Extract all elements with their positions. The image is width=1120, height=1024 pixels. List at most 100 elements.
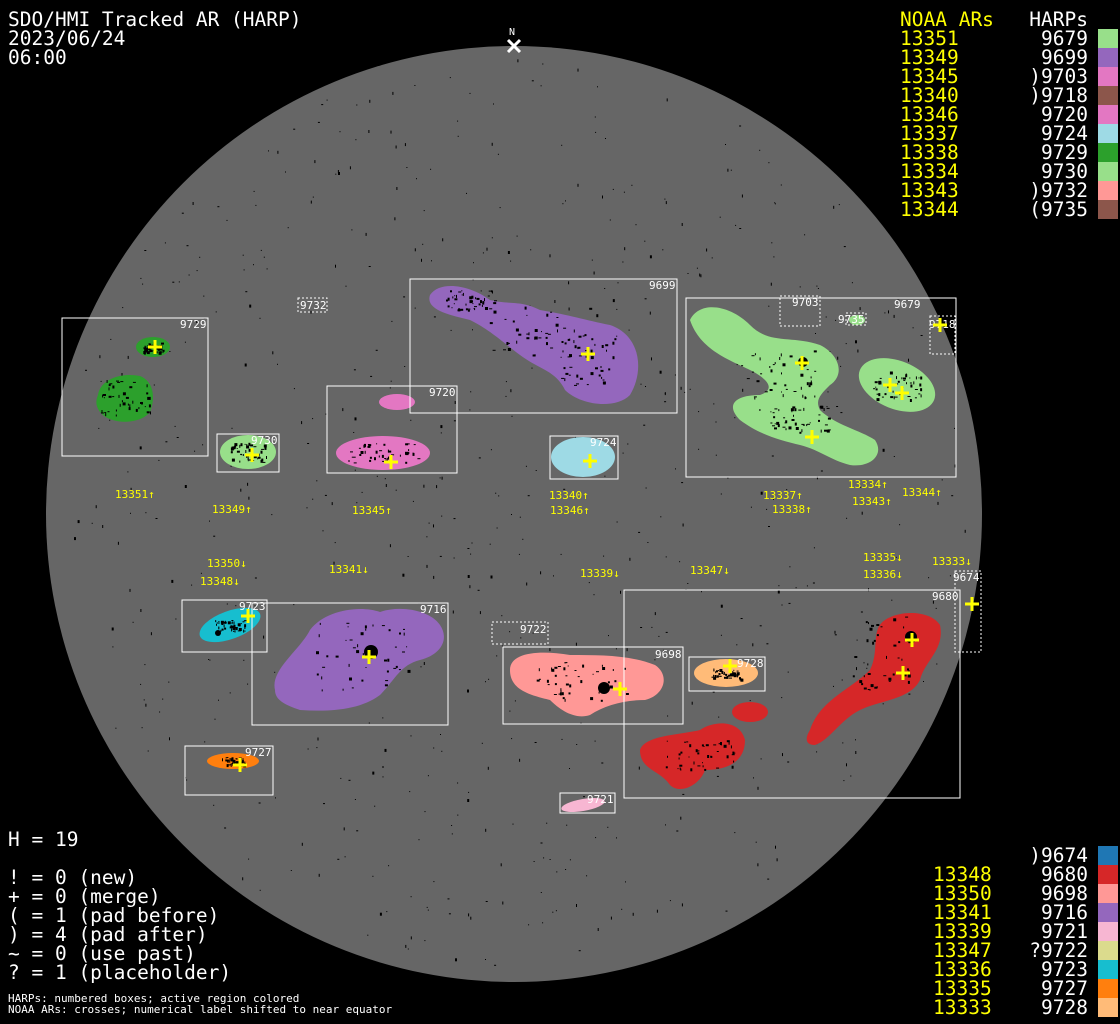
noaa-label: 13333↓ — [932, 555, 972, 568]
noaa-labels: 13351↑ 13349↑ 13345↑ 13340↑ 13346↑ 13337… — [115, 478, 972, 588]
noaa-label: 13350↓ — [207, 557, 247, 570]
noaa-cross-icon — [933, 318, 947, 332]
legend-noaa-id: 13334 — [900, 160, 959, 183]
harp-box-9721[interactable] — [559, 792, 616, 814]
harp-box-9674[interactable] — [954, 570, 982, 653]
noaa-label: 13344↑ — [902, 486, 942, 499]
legend-noaa-id: 13337 — [900, 122, 959, 145]
noaa-cross-icon — [805, 430, 819, 444]
legend-noaa-id: 13335 — [933, 977, 992, 1000]
harp-box-9722[interactable] — [491, 621, 549, 645]
harp-label: 9698 — [655, 648, 682, 661]
harp-box-9718[interactable] — [929, 315, 956, 355]
legend-noaa-id: 13336 — [933, 958, 992, 981]
flag-count-line: ! = 0 (new) — [8, 866, 138, 889]
active-regions — [96, 285, 941, 813]
legend-noaa-id: 13344 — [900, 198, 959, 221]
legend-harp-id: 9723 — [1041, 958, 1088, 981]
legend-noaa-id: 13343 — [900, 179, 959, 202]
legend-color-swatch — [1098, 143, 1118, 162]
legend-color-swatch — [1098, 48, 1118, 67]
harp-boxes — [61, 278, 982, 814]
noaa-label: 13341↓ — [329, 563, 369, 576]
harp-label: 9680 — [932, 590, 959, 603]
legend-color-swatch — [1098, 998, 1118, 1017]
harp-box-9679[interactable] — [685, 297, 957, 478]
harp-box-9703[interactable] — [779, 295, 821, 327]
harp-box-9732[interactable] — [297, 297, 328, 313]
legend-noaa-id: 13348 — [933, 863, 992, 886]
title: SDO/HMI Tracked AR (HARP) — [8, 8, 302, 31]
noaa-cross-icon — [233, 758, 247, 772]
legend-color-swatch — [1098, 960, 1118, 979]
legend-noaa-id: 13347 — [933, 939, 992, 962]
noaa-cross-icon — [613, 682, 627, 696]
noaa-cross-icon — [581, 347, 595, 361]
legend-color-swatch — [1098, 86, 1118, 105]
harp-label: 9716 — [420, 603, 447, 616]
legend-color-swatch — [1098, 67, 1118, 86]
legend-harp-id: )9703 — [1029, 65, 1088, 88]
noaa-label: 13337↑ — [763, 489, 803, 502]
legend-harp-id: (9735 — [1029, 198, 1088, 221]
legend-color-swatch — [1098, 162, 1118, 181]
legend-color-swatch — [1098, 922, 1118, 941]
harp-box-9728[interactable] — [688, 656, 766, 692]
legend-noaa-id: 13346 — [900, 103, 959, 126]
magnetogram-speckles — [74, 59, 966, 966]
harp-box-9730[interactable] — [216, 433, 280, 473]
harp-box-9735[interactable] — [845, 312, 867, 326]
flag-count-line: ( = 1 (pad before) — [8, 904, 220, 927]
legend-color-swatch — [1098, 29, 1118, 48]
harp-label: 9735 — [838, 313, 865, 326]
sunspot — [598, 682, 610, 694]
legend-harp-id: 9724 — [1041, 122, 1088, 145]
region-9720a — [379, 394, 415, 410]
legend-noaa-id: 13338 — [900, 141, 959, 164]
harp-label: 9699 — [649, 279, 676, 292]
legend-color-swatch — [1098, 105, 1118, 124]
harp-box-9716[interactable] — [251, 602, 449, 726]
flag-count-line: + = 0 (merge) — [8, 885, 161, 908]
noaa-cross-icon — [965, 597, 979, 611]
noaa-cross-icon — [795, 356, 809, 370]
legend-noaa-id: 13333 — [933, 996, 992, 1019]
harp-count: H = 19 — [8, 828, 79, 851]
legend-harp-id: 9699 — [1041, 46, 1088, 69]
noaa-cross-icon — [362, 650, 376, 664]
legend-harp-id: 9730 — [1041, 160, 1088, 183]
legend-noaa-id: 13341 — [933, 901, 992, 924]
harp-box-9699[interactable] — [409, 278, 678, 414]
legend-color-swatch — [1098, 865, 1118, 884]
harp-label: 9730 — [251, 434, 278, 447]
legend-color-swatch — [1098, 124, 1118, 143]
legend-harp-id: 9729 — [1041, 141, 1088, 164]
noaa-cross-icon — [905, 633, 919, 647]
legend-harp-id: 9679 — [1041, 27, 1088, 50]
harp-label: 9729 — [180, 318, 207, 331]
harp-label: 9728 — [737, 657, 764, 670]
flag-count-line: ) = 4 (pad after) — [8, 923, 208, 946]
harp-label: 9732 — [300, 299, 327, 312]
harp-box-9727[interactable] — [184, 745, 274, 796]
noaa-label: 13351↑ — [115, 488, 155, 501]
harp-label: 9720 — [429, 386, 456, 399]
harp-box-9723[interactable] — [181, 599, 268, 653]
harp-box-9724[interactable] — [549, 435, 619, 480]
harp-box-9729[interactable] — [61, 317, 209, 457]
region-9735 — [849, 315, 865, 325]
flag-count-line: ? = 1 (placeholder) — [8, 961, 232, 984]
legend-harp-id: )9732 — [1029, 179, 1088, 202]
legend-color-swatch — [1098, 979, 1118, 998]
noaa-cross-icon — [148, 340, 162, 354]
sunspot — [215, 630, 221, 636]
flag-count-line: ~ = 0 (use past) — [8, 942, 196, 965]
harp-box-9720[interactable] — [326, 385, 458, 474]
harp-label: 9703 — [792, 296, 819, 309]
harp-box-9698[interactable] — [502, 646, 684, 725]
harp-box-9680[interactable] — [623, 589, 961, 799]
harp-label: 9727 — [245, 746, 272, 759]
legend-color-swatch — [1098, 903, 1118, 922]
legend-color-swatch — [1098, 200, 1118, 219]
note-harps: HARPs: numbered boxes; active region col… — [8, 992, 300, 1005]
